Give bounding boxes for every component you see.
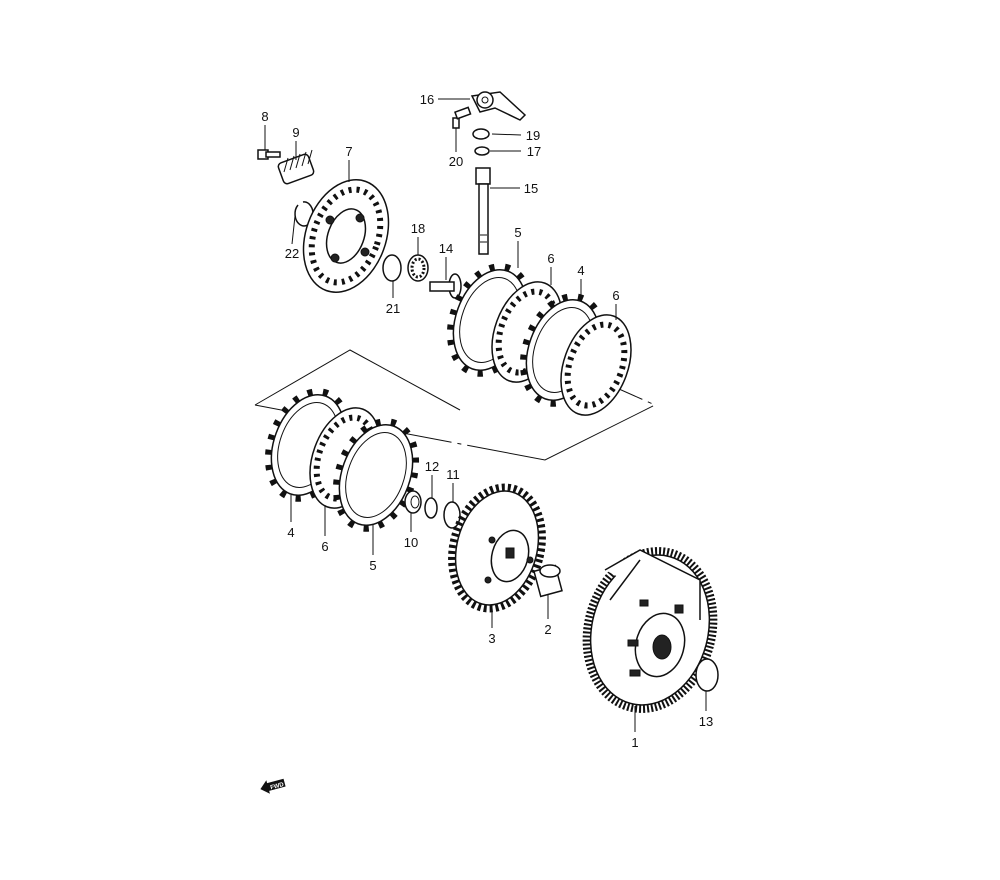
callout-4-upper: 4: [577, 263, 584, 278]
leader-lines: [264, 98, 707, 732]
release-shaft: [475, 167, 491, 255]
clutch-hub: [448, 483, 546, 613]
callout-21: 21: [386, 301, 400, 316]
sleeve-2: [533, 564, 563, 598]
washer-17: [474, 146, 490, 156]
callout-2: 2: [544, 622, 551, 637]
bolt: [452, 106, 472, 129]
push-rod-14: [429, 273, 462, 299]
washer-19: [472, 128, 490, 140]
callout-4-lower: 4: [287, 525, 294, 540]
callout-10: 10: [404, 535, 418, 550]
svg-text:FWD: FWD: [270, 782, 285, 792]
callout-5-lower: 5: [369, 558, 376, 573]
thrust-washer-13: [695, 658, 719, 692]
bolt-8: [257, 149, 281, 160]
callout-19: 19: [526, 128, 540, 143]
upper-plates: [446, 263, 632, 416]
washer-11: [443, 501, 461, 529]
lower-plates: [264, 388, 420, 532]
spring-9: [277, 149, 315, 185]
forward-arrow-icon: FWD: [260, 778, 286, 794]
bearing-18: [407, 254, 429, 282]
callout-6-b: 6: [612, 288, 619, 303]
callout-18: 18: [411, 221, 425, 236]
callout-14: 14: [439, 241, 453, 256]
clutch-housing: [582, 547, 718, 713]
callout-15: 15: [524, 181, 538, 196]
callout-16: 16: [420, 92, 434, 107]
washer-21: [382, 254, 402, 282]
callout-1: 1: [631, 735, 638, 750]
callout-17: 17: [527, 144, 541, 159]
callout-5-upper: 5: [514, 225, 521, 240]
callout-11: 11: [446, 467, 460, 482]
callout-6-c: 6: [321, 539, 328, 554]
callout-13: 13: [699, 714, 713, 729]
callout-8: 8: [261, 109, 268, 124]
callout-12: 12: [425, 459, 439, 474]
callout-22: 22: [285, 246, 299, 261]
release-arm: [470, 91, 527, 121]
callout-3: 3: [488, 631, 495, 646]
callout-20: 20: [449, 154, 463, 169]
plate-set-bracket: [254, 349, 461, 411]
callout-9: 9: [292, 125, 299, 140]
callout-7: 7: [345, 144, 352, 159]
callout-6-a: 6: [547, 251, 554, 266]
pressure-plate: [302, 179, 390, 293]
nut-10: [404, 490, 422, 514]
washer-12: [424, 497, 438, 519]
